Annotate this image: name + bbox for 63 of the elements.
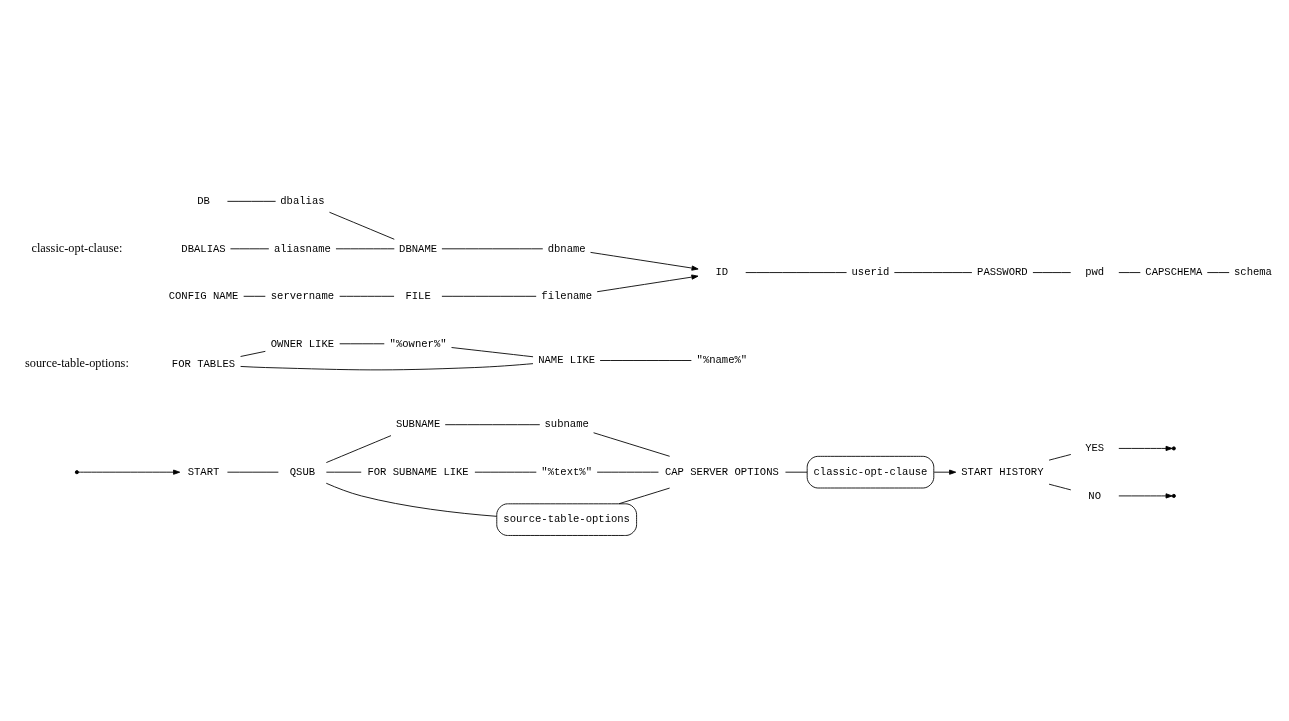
- node-text: dbname: [547, 242, 586, 255]
- node-text: DB: [197, 195, 210, 208]
- arrow: [933, 469, 957, 475]
- connector: [329, 211, 395, 240]
- node-text: servername: [270, 290, 335, 303]
- connector: [1118, 272, 1141, 273]
- node-text: filename: [541, 290, 592, 303]
- node-text: START: [187, 465, 220, 478]
- connector: [1048, 483, 1072, 491]
- node-text: QSUB: [289, 465, 316, 478]
- node-text: DBNAME: [399, 242, 438, 255]
- node-text: FOR TABLES: [171, 357, 236, 370]
- connector: [240, 350, 266, 357]
- node-text: YES: [1085, 442, 1105, 455]
- node-box: source-table-options: [496, 503, 638, 536]
- connector: [240, 363, 534, 371]
- node-text: START HISTORY: [961, 465, 1044, 478]
- node-text: ID: [715, 266, 729, 279]
- label: classic-opt-clause:: [31, 241, 123, 256]
- node-text: "%name%": [696, 354, 748, 367]
- node-box: classic-opt-clause: [806, 455, 935, 489]
- connector: [325, 482, 497, 517]
- node-text: SUBNAME: [395, 418, 441, 431]
- connector: [441, 295, 537, 297]
- connector: [618, 487, 671, 505]
- connector: [227, 200, 277, 202]
- node-text: CONFIG NAME: [168, 290, 239, 303]
- node-text: subname: [544, 418, 589, 431]
- label: source-table-options:: [25, 356, 129, 371]
- arrow: [1118, 445, 1173, 452]
- connector: [745, 272, 847, 273]
- node-text: FOR SUBNAME LIKE: [367, 465, 469, 478]
- connector: [444, 424, 541, 426]
- connector: [599, 360, 692, 361]
- connector: [451, 347, 534, 358]
- connector: [785, 471, 808, 473]
- connector: [339, 295, 395, 297]
- node-text: "%text%": [541, 465, 592, 478]
- node-text: OWNER LIKE: [270, 337, 335, 350]
- node-text: NO: [1088, 489, 1102, 502]
- node-text: dbalias: [280, 195, 325, 208]
- node-text: PASSWORD: [977, 266, 1028, 279]
- connector: [1048, 454, 1072, 461]
- connector: [1032, 272, 1072, 273]
- arrow: [590, 251, 699, 271]
- connector: [593, 432, 671, 457]
- arrow: [78, 469, 181, 475]
- node-text: "%owner%": [389, 337, 447, 350]
- arrow: [1118, 493, 1173, 499]
- node-text: FILE: [405, 290, 431, 303]
- node-text: CAP SERVER OPTIONS: [664, 465, 779, 478]
- node-text: DBALIAS: [181, 242, 226, 255]
- node-text: pwd: [1085, 266, 1105, 279]
- node-text: userid: [851, 266, 890, 279]
- node-text: schema: [1233, 266, 1272, 279]
- node-text: aliasname: [273, 242, 331, 255]
- node-text: NAME LIKE: [538, 354, 596, 367]
- connector: [1206, 272, 1230, 273]
- arrow: [596, 274, 699, 293]
- connector: [243, 295, 266, 297]
- connector: [893, 272, 973, 273]
- connector: [325, 435, 392, 463]
- node-text: CAPSCHEMA: [1145, 266, 1203, 279]
